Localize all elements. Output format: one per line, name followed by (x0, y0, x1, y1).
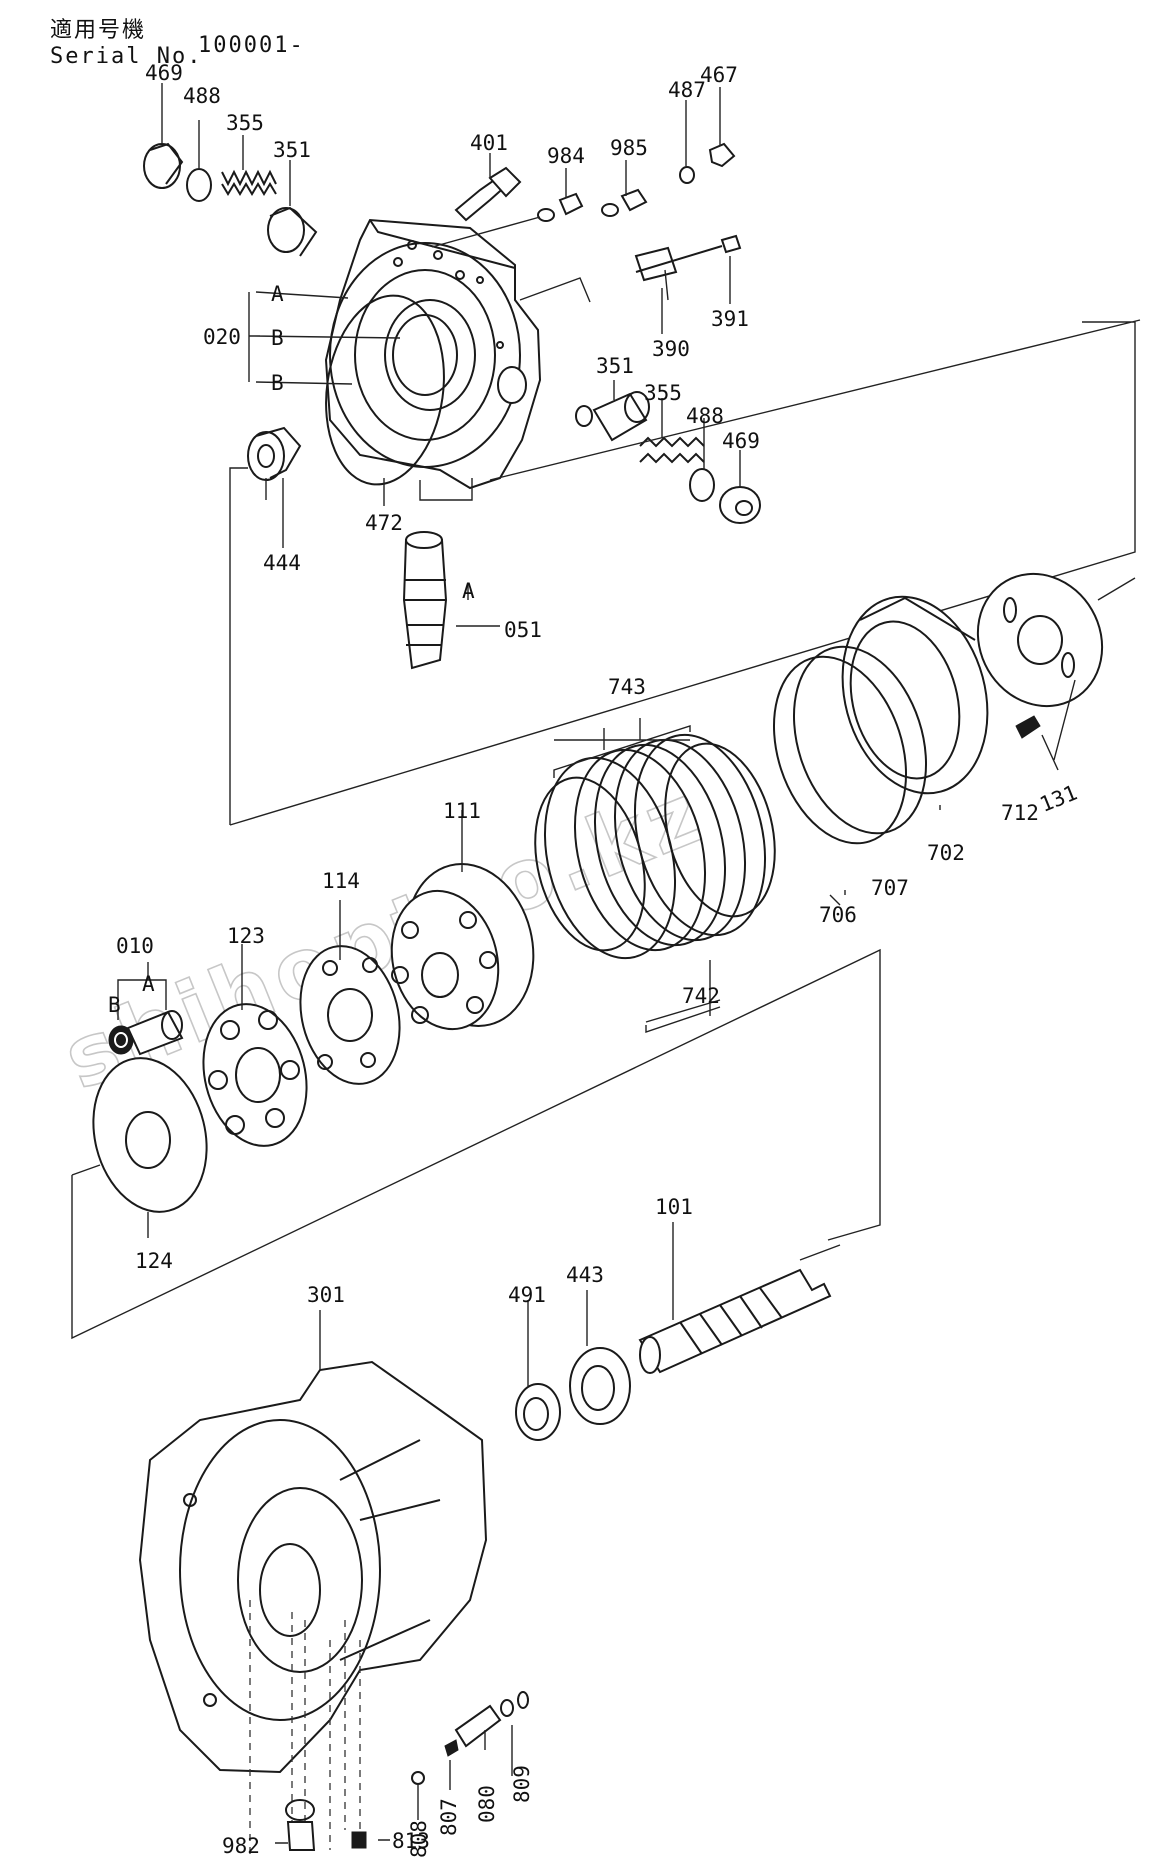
leader-lines-middle (117, 679, 1076, 1238)
callout-labels: 469 488 355 351 401 984 985 487 467 391 … (108, 61, 1081, 1858)
label-301: 301 (307, 1283, 345, 1307)
label-707: 707 (871, 876, 909, 900)
label-469-top: 469 (145, 61, 183, 85)
label-472: 472 (365, 511, 403, 535)
label-808: 808 (407, 1820, 431, 1858)
spring-712 (1015, 715, 1041, 739)
piston-shoe-010 (108, 1010, 184, 1056)
label-742: 742 (682, 984, 720, 1008)
label-131: 131 (1036, 780, 1080, 816)
label-712: 712 (1001, 801, 1039, 825)
label-984: 984 (547, 144, 585, 168)
plug-467 (708, 142, 736, 168)
o-ring-707 (792, 645, 928, 835)
spring-355-top (221, 169, 277, 196)
bearing-444 (247, 426, 302, 481)
label-390: 390 (652, 337, 690, 361)
plug-984 (558, 192, 584, 216)
ball-808 (411, 1771, 425, 1785)
label-985: 985 (610, 136, 648, 160)
label-010: 010 (116, 934, 154, 958)
label-124: 124 (135, 1249, 173, 1273)
label-444: 444 (263, 551, 301, 575)
label-813: 813 (392, 1829, 430, 1853)
relief-valve-401 (454, 166, 522, 222)
label-355-top: 355 (226, 111, 264, 135)
label-743: 743 (608, 675, 646, 699)
label-ref-b1: B (271, 326, 284, 350)
valve-body-051 (402, 531, 448, 670)
valve-housing-020 (324, 218, 542, 490)
label-355-bottom: 355 (644, 381, 682, 405)
nameplate-390 (634, 246, 678, 282)
spring-807 (444, 1739, 459, 1757)
label-467: 467 (700, 63, 738, 87)
label-ref-a2: A (462, 579, 475, 603)
serial-number-label: Serial No. (50, 44, 203, 69)
label-ref-a3: A (142, 972, 155, 996)
plug-813 (351, 1831, 367, 1849)
label-051: 051 (504, 618, 542, 642)
label-488-top: 488 (183, 84, 221, 108)
check-valve-080 (454, 1699, 514, 1748)
o-ring-706 (772, 655, 908, 845)
plug-985 (620, 188, 648, 212)
label-469-bottom: 469 (722, 429, 760, 453)
label-080: 080 (475, 1785, 499, 1823)
label-ref-b2: B (271, 371, 284, 395)
label-123: 123 (227, 924, 265, 948)
swash-plate-124 (92, 1057, 208, 1213)
o-ring-487 (679, 166, 695, 184)
label-351-top: 351 (273, 138, 311, 162)
leader-lines-top (161, 83, 741, 825)
label-401: 401 (470, 131, 508, 155)
label-111: 111 (443, 799, 481, 823)
label-020: 020 (203, 325, 241, 349)
label-ref-b3: B (108, 993, 121, 1017)
plug-469-bottom (719, 486, 761, 524)
label-443: 443 (566, 1263, 604, 1287)
label-809: 809 (510, 1765, 534, 1803)
label-702: 702 (927, 841, 965, 865)
hidden-lines (249, 1600, 361, 1860)
label-706: 706 (819, 903, 857, 927)
bearing-443 (569, 1347, 631, 1425)
spool-351-top (267, 206, 318, 257)
o-ring-984 (537, 208, 555, 222)
applicable-model-label: 適用号機 (50, 18, 147, 43)
spool-351-bottom (575, 391, 650, 442)
label-ref-a1: A (271, 282, 284, 306)
label-391: 391 (711, 307, 749, 331)
label-982: 982 (222, 1834, 260, 1858)
spring-plate-114 (299, 945, 401, 1085)
o-ring-488-top (186, 168, 212, 202)
plug-982 (285, 1799, 316, 1851)
envelope-lines-top (229, 216, 1141, 826)
motor-casing-301 (138, 1360, 488, 1774)
plug-469-top (143, 142, 184, 189)
o-ring-985 (601, 203, 619, 217)
o-ring-809 (517, 1691, 529, 1709)
separator-plates-743 (534, 742, 776, 960)
valve-plate-131 (976, 572, 1104, 708)
cylinder-block-111 (390, 863, 535, 1031)
o-ring-488-bottom (689, 468, 715, 502)
leader-lines-bottom (275, 1222, 674, 1844)
label-491: 491 (508, 1283, 546, 1307)
label-114: 114 (322, 869, 360, 893)
retainer-plate-123 (202, 1003, 308, 1147)
serial-number-value: 100001- (198, 33, 305, 58)
shaft-101 (638, 1268, 832, 1374)
label-807: 807 (437, 1798, 461, 1836)
label-101: 101 (655, 1195, 693, 1219)
label-488-bottom: 488 (686, 404, 724, 428)
o-ring-472 (325, 294, 445, 486)
label-351-bottom: 351 (596, 354, 634, 378)
label-487: 487 (668, 78, 706, 102)
bolt-391 (635, 234, 742, 273)
spring-355-bottom (639, 436, 705, 464)
oil-seal-491 (515, 1383, 561, 1441)
envelope-lines-middle (71, 948, 881, 1340)
